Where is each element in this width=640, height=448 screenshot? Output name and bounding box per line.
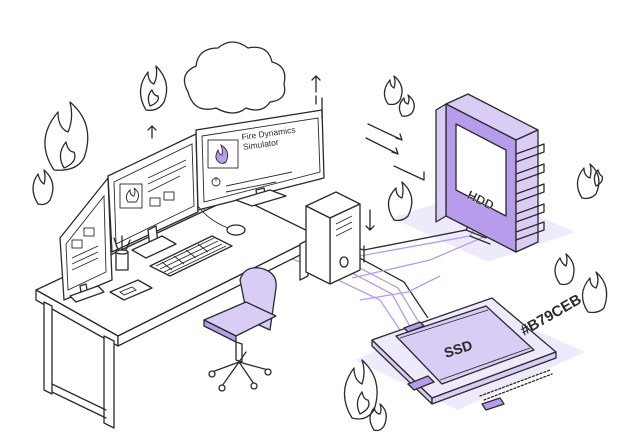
arrow-icon xyxy=(393,165,425,181)
hdd-drive: HDD xyxy=(435,93,545,253)
pen-cup xyxy=(113,235,131,271)
phone xyxy=(109,279,153,301)
arrow-icon xyxy=(315,95,323,119)
flame-icon xyxy=(387,181,413,222)
flame-icon xyxy=(44,101,89,171)
cloud-icon xyxy=(183,41,286,114)
arrow-icon xyxy=(311,75,321,93)
flame-icon xyxy=(215,143,229,164)
arrow-icon xyxy=(365,137,399,155)
desk-leg-left xyxy=(43,301,53,395)
desk-foot-bar xyxy=(51,383,107,419)
flame-icon xyxy=(383,75,403,106)
flame-icons xyxy=(32,65,608,432)
arrow-icon xyxy=(365,209,375,231)
color-code-label: #B79CEB xyxy=(518,291,585,340)
arrow-icon xyxy=(147,125,157,139)
pc-tower xyxy=(305,191,361,285)
monitor-right: Fire DynamicsSimulator xyxy=(195,109,325,211)
desk-leg-front xyxy=(103,335,115,429)
arrow-icon xyxy=(367,123,403,141)
flame-icon xyxy=(343,359,378,420)
flame-icon xyxy=(32,169,54,206)
flame-icon xyxy=(139,65,168,111)
arrow-icons xyxy=(147,75,425,263)
app-thumbnail xyxy=(207,139,239,169)
flame-icon xyxy=(554,253,575,286)
ssd-drive: SSD xyxy=(371,297,557,411)
flame-icon xyxy=(398,94,415,117)
flame-icon xyxy=(576,163,604,200)
office-chair xyxy=(203,267,277,392)
flame-icon xyxy=(369,403,387,432)
monitor-left xyxy=(59,177,113,303)
keyboard xyxy=(149,235,233,277)
monitor-center xyxy=(107,133,199,259)
tower-power-button xyxy=(339,256,349,268)
mouse xyxy=(197,205,246,236)
flame-icon xyxy=(581,271,608,314)
